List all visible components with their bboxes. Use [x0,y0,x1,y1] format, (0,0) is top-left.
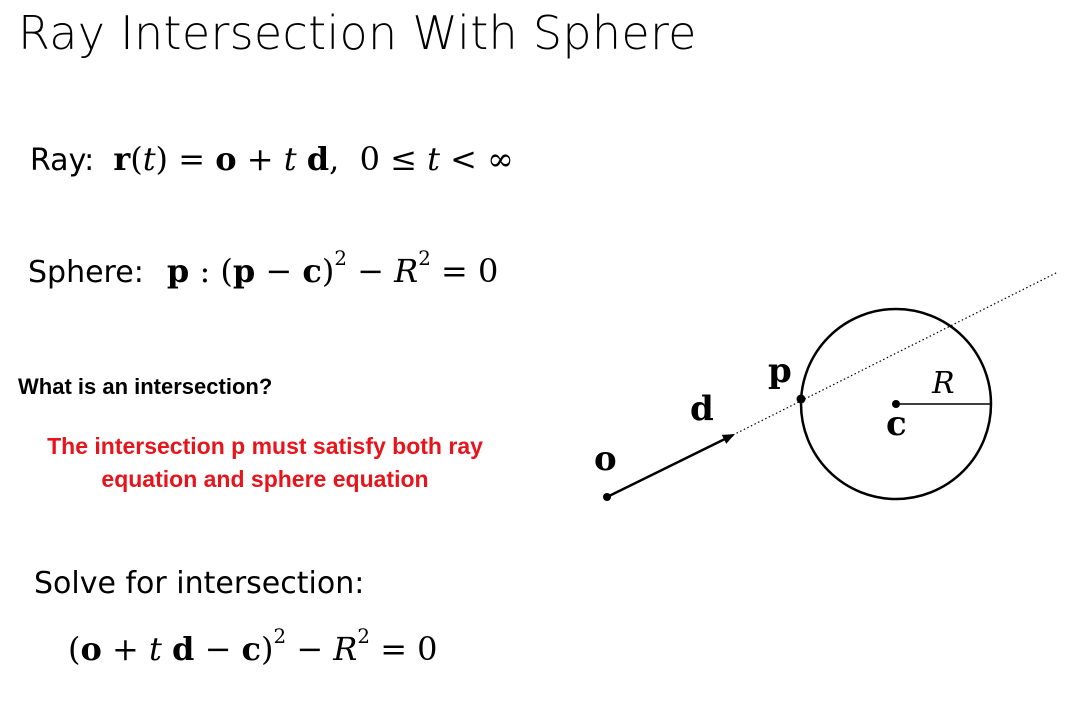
solve-o: o [80,630,102,668]
sphere-c: c [302,252,322,290]
ray-label: Ray: [30,143,95,178]
solve-c: c [241,630,262,668]
diagram-o-label: o [594,439,617,479]
sphere-exp: 2 [334,247,347,271]
direction-arrow [606,433,735,499]
ray-d: d [306,140,330,178]
sphere-p2: p [232,252,256,290]
diagram-d-label: d [690,389,714,429]
slide-title: Ray Intersection With Sphere [18,6,697,60]
sphere-equation: Sphere: p : (p − c)2 − R2 = 0 [28,247,499,290]
intersection-point [796,394,806,404]
ray-dotted-line [732,271,1059,436]
diagram-c-label: c [886,404,907,444]
center-point [892,400,900,408]
answer-text: The intersection p must satisfy both ray… [47,433,483,492]
ray-t3: t [427,140,440,178]
origin-point [603,493,611,501]
ray-t2: t [283,140,297,178]
ray-o: o [215,140,237,178]
ray-range-start: 0 [359,140,380,178]
solve-exp: 2 [273,625,287,649]
sphere-zero: 0 [478,252,499,290]
solve-zero: 0 [417,630,438,668]
solve-t: t [148,630,162,668]
sphere-R: R [394,252,419,290]
ray-t: t [142,140,156,178]
solve-label: Solve for intersection: [34,566,365,601]
ray-equation: Ray: r(t) = o + t d, 0 ≤ t < ∞ [30,140,514,178]
sphere-label: Sphere: [28,255,144,290]
ray-r: r [113,140,131,178]
solve-d: d [172,630,195,668]
ray-range-end: ∞ [487,140,514,178]
solve-exp2: 2 [357,625,371,649]
solve-equation: (o + t d − c)2 − R2 = 0 [68,625,438,668]
diagram-p-label: p [768,351,792,391]
sphere-p: p [166,252,190,290]
diagram-R-label: R [931,366,955,401]
solve-R: R [333,630,358,668]
question-text: What is an intersection? [18,374,273,399]
sphere-exp2: 2 [418,247,431,271]
